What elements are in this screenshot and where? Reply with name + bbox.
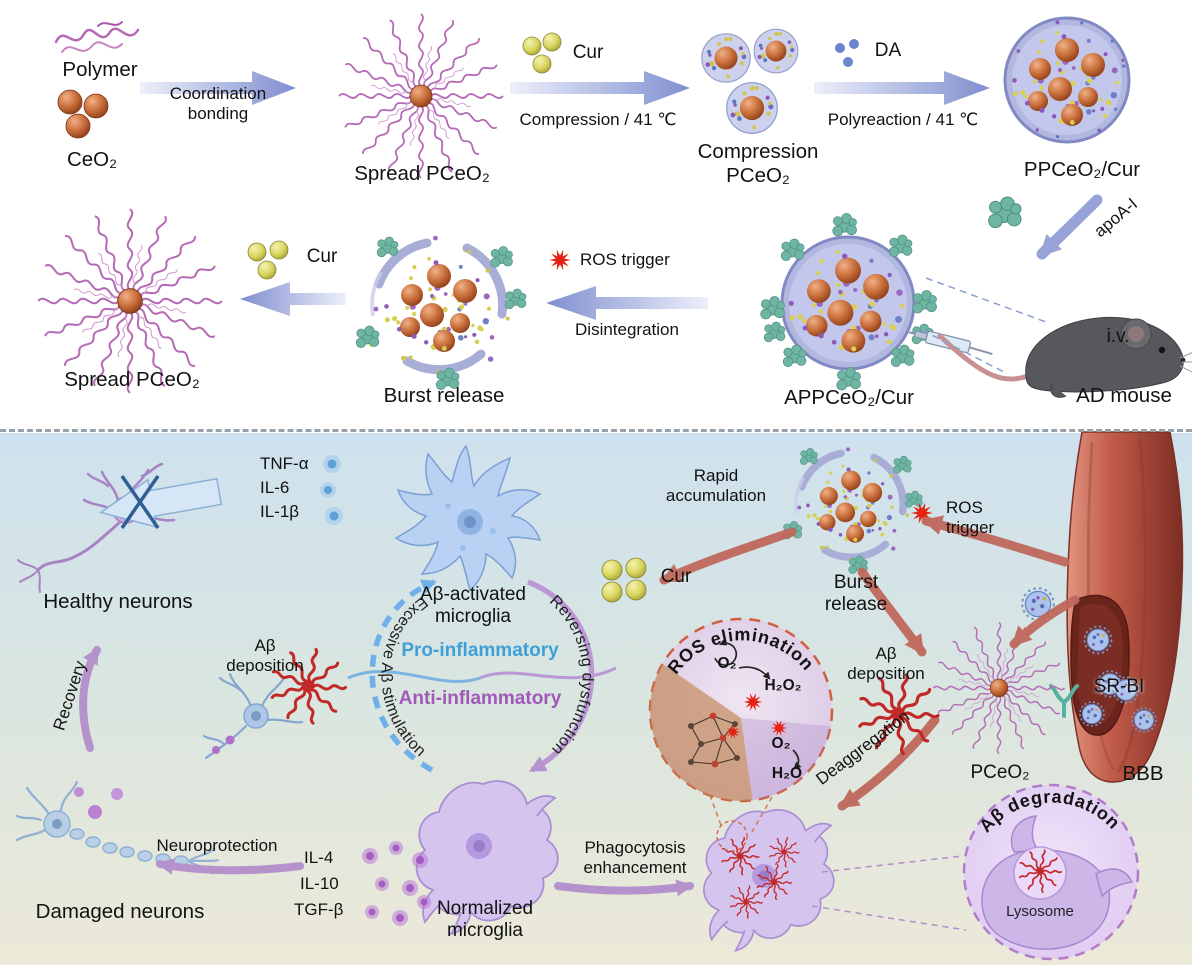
abeta-stimulated-neuron-graphic — [202, 640, 375, 760]
da-label: DA — [874, 40, 902, 61]
ros-zoom-anchor-circle — [716, 820, 748, 852]
il-4-label: IL-4 — [304, 848, 334, 867]
cur-label-2: Cur — [306, 246, 338, 267]
activated-microglia-graphic — [394, 444, 542, 592]
ceria-lattice — [688, 712, 740, 768]
il-10-label: IL-10 — [300, 874, 339, 893]
pceo2-label: PCeO₂ — [970, 762, 1030, 783]
compression-pceo2-graphic — [701, 28, 799, 134]
iv-label: i.v. — [1106, 326, 1130, 347]
pro-cytokine-dots — [320, 455, 343, 525]
chem-o2-b: O₂ — [772, 735, 791, 752]
ceo2-label: CeO₂ — [66, 148, 118, 171]
spread-pceo2-label: Spread PCeO₂ — [354, 162, 490, 185]
svg-text:Reversing dysfunction: Reversing dysfunction — [546, 592, 596, 758]
coordination-bonding-label: Coordination bonding — [169, 84, 267, 123]
il-1b-label: IL-1β — [260, 502, 300, 521]
normalized-microglia-graphic — [415, 780, 559, 935]
burst-release-label-2: Burst release — [824, 572, 888, 616]
disintegration-label: Disintegration — [575, 320, 679, 339]
abeta-deposition-label-left: Aβ deposition — [226, 636, 304, 675]
da-dots-icon — [835, 39, 859, 67]
apoa1-protein-icon — [988, 196, 1022, 229]
il-6-label: IL-6 — [260, 478, 290, 497]
abeta-deposition-label-right: Aβ deposition — [847, 644, 925, 683]
normalized-microglia-label: Normalized microglia — [436, 898, 534, 942]
phagocytosis-enhancement-label: Phagocytosis enhancement — [583, 838, 687, 877]
reversing-dysfunction-arc-label: Reversing dysfunction — [546, 592, 595, 758]
healthy-neurons-label: Healthy neurons — [43, 590, 193, 613]
reversing-dysfunction-arc — [526, 579, 595, 773]
ad-mouse-graphic — [937, 316, 1192, 398]
cur-spheres-icon-3 — [601, 557, 647, 603]
sr-bi-label: SR-BI — [1093, 676, 1145, 697]
damaged-neurons-label: Damaged neurons — [35, 900, 205, 923]
polymer-icon — [54, 21, 140, 53]
ros-trigger-label: ROS trigger — [580, 250, 670, 269]
spread-pceo2-label-2: Spread PCeO₂ — [64, 368, 200, 391]
rapid-accumulation-label: Rapid accumulation — [665, 466, 767, 505]
anti-inflammatory-label: Anti-inflammatory — [398, 688, 562, 709]
ros-trigger-label-2: ROS trigger — [946, 498, 995, 537]
ad-mouse-label: AD mouse — [1076, 384, 1172, 407]
compression-pceo2-label: Compression PCeO₂ — [697, 140, 819, 187]
ppceo2-cur-graphic — [1003, 16, 1131, 144]
chem-h2o: H₂O — [772, 765, 802, 782]
bbb-label: BBB — [1122, 762, 1164, 785]
polyreaction-arrow — [814, 71, 990, 105]
chem-o2-a: O₂ — [718, 655, 737, 672]
polyreaction-temp-label: Polyreaction / 41 ℃ — [827, 110, 979, 129]
ppceo2-cur-label: PPCeO₂/Cur — [1023, 158, 1141, 181]
chem-reaction-arrows — [714, 638, 802, 770]
polymer-label: Polymer — [62, 58, 138, 81]
microglia-cycle-graphic: Excessive Aβ stimulation Reversing dysfu… — [347, 579, 617, 773]
neuroprotection-label: Neuroprotection — [156, 836, 278, 855]
mouse-eye — [1158, 346, 1166, 354]
cur-label-1: Cur — [572, 42, 604, 63]
cur-label-3: Cur — [660, 566, 692, 587]
spread-pceo2-graphic — [333, 8, 509, 184]
tnf-alpha-label: TNF-α — [260, 454, 309, 473]
pceo2-graphic-bottom — [920, 612, 1078, 768]
pro-inflammatory-label: Pro-inflammatory — [401, 640, 559, 661]
burst-release-label: Burst release — [383, 384, 505, 407]
burst-release-graphic-2 — [780, 437, 924, 579]
section-divider — [0, 429, 1192, 432]
apoa1-label: apoA-I — [1090, 194, 1142, 241]
appceo2-cur-graphic — [760, 213, 937, 391]
ros-trigger-star-icon — [549, 249, 571, 271]
burst-release-graphic — [348, 218, 530, 398]
cur-spheres-icon — [522, 32, 562, 74]
healthy-neuron-graphic — [17, 462, 186, 593]
damaged-neuron-graphic — [15, 780, 220, 875]
appceo2-cur-label: APPCeO₂/Cur — [784, 386, 914, 409]
cur-release-arrow — [240, 282, 346, 316]
ceo2-spheres-icon — [57, 89, 109, 139]
cur-spheres-icon-2 — [247, 240, 289, 280]
lysosome-label: Lysosome — [1006, 903, 1074, 920]
compression-temp-label: Compression / 41 ℃ — [519, 110, 677, 129]
abeta-degradation-inset: Lysosome Aβ degradation — [962, 783, 1140, 961]
chem-h2o2: H₂O₂ — [764, 677, 801, 694]
disintegration-arrow — [546, 286, 708, 320]
phagocytosing-microglia-graphic — [703, 809, 835, 952]
bbb-vessel-graphic — [1021, 431, 1184, 783]
tgf-b-label: TGF-β — [294, 900, 344, 919]
anti-cytokine-dots — [362, 841, 431, 926]
activated-microglia-label: Aβ-activated microglia — [420, 584, 526, 628]
ros-elimination-inset: O₂ H₂O₂ O₂ H₂O ROS elimination — [648, 617, 834, 803]
